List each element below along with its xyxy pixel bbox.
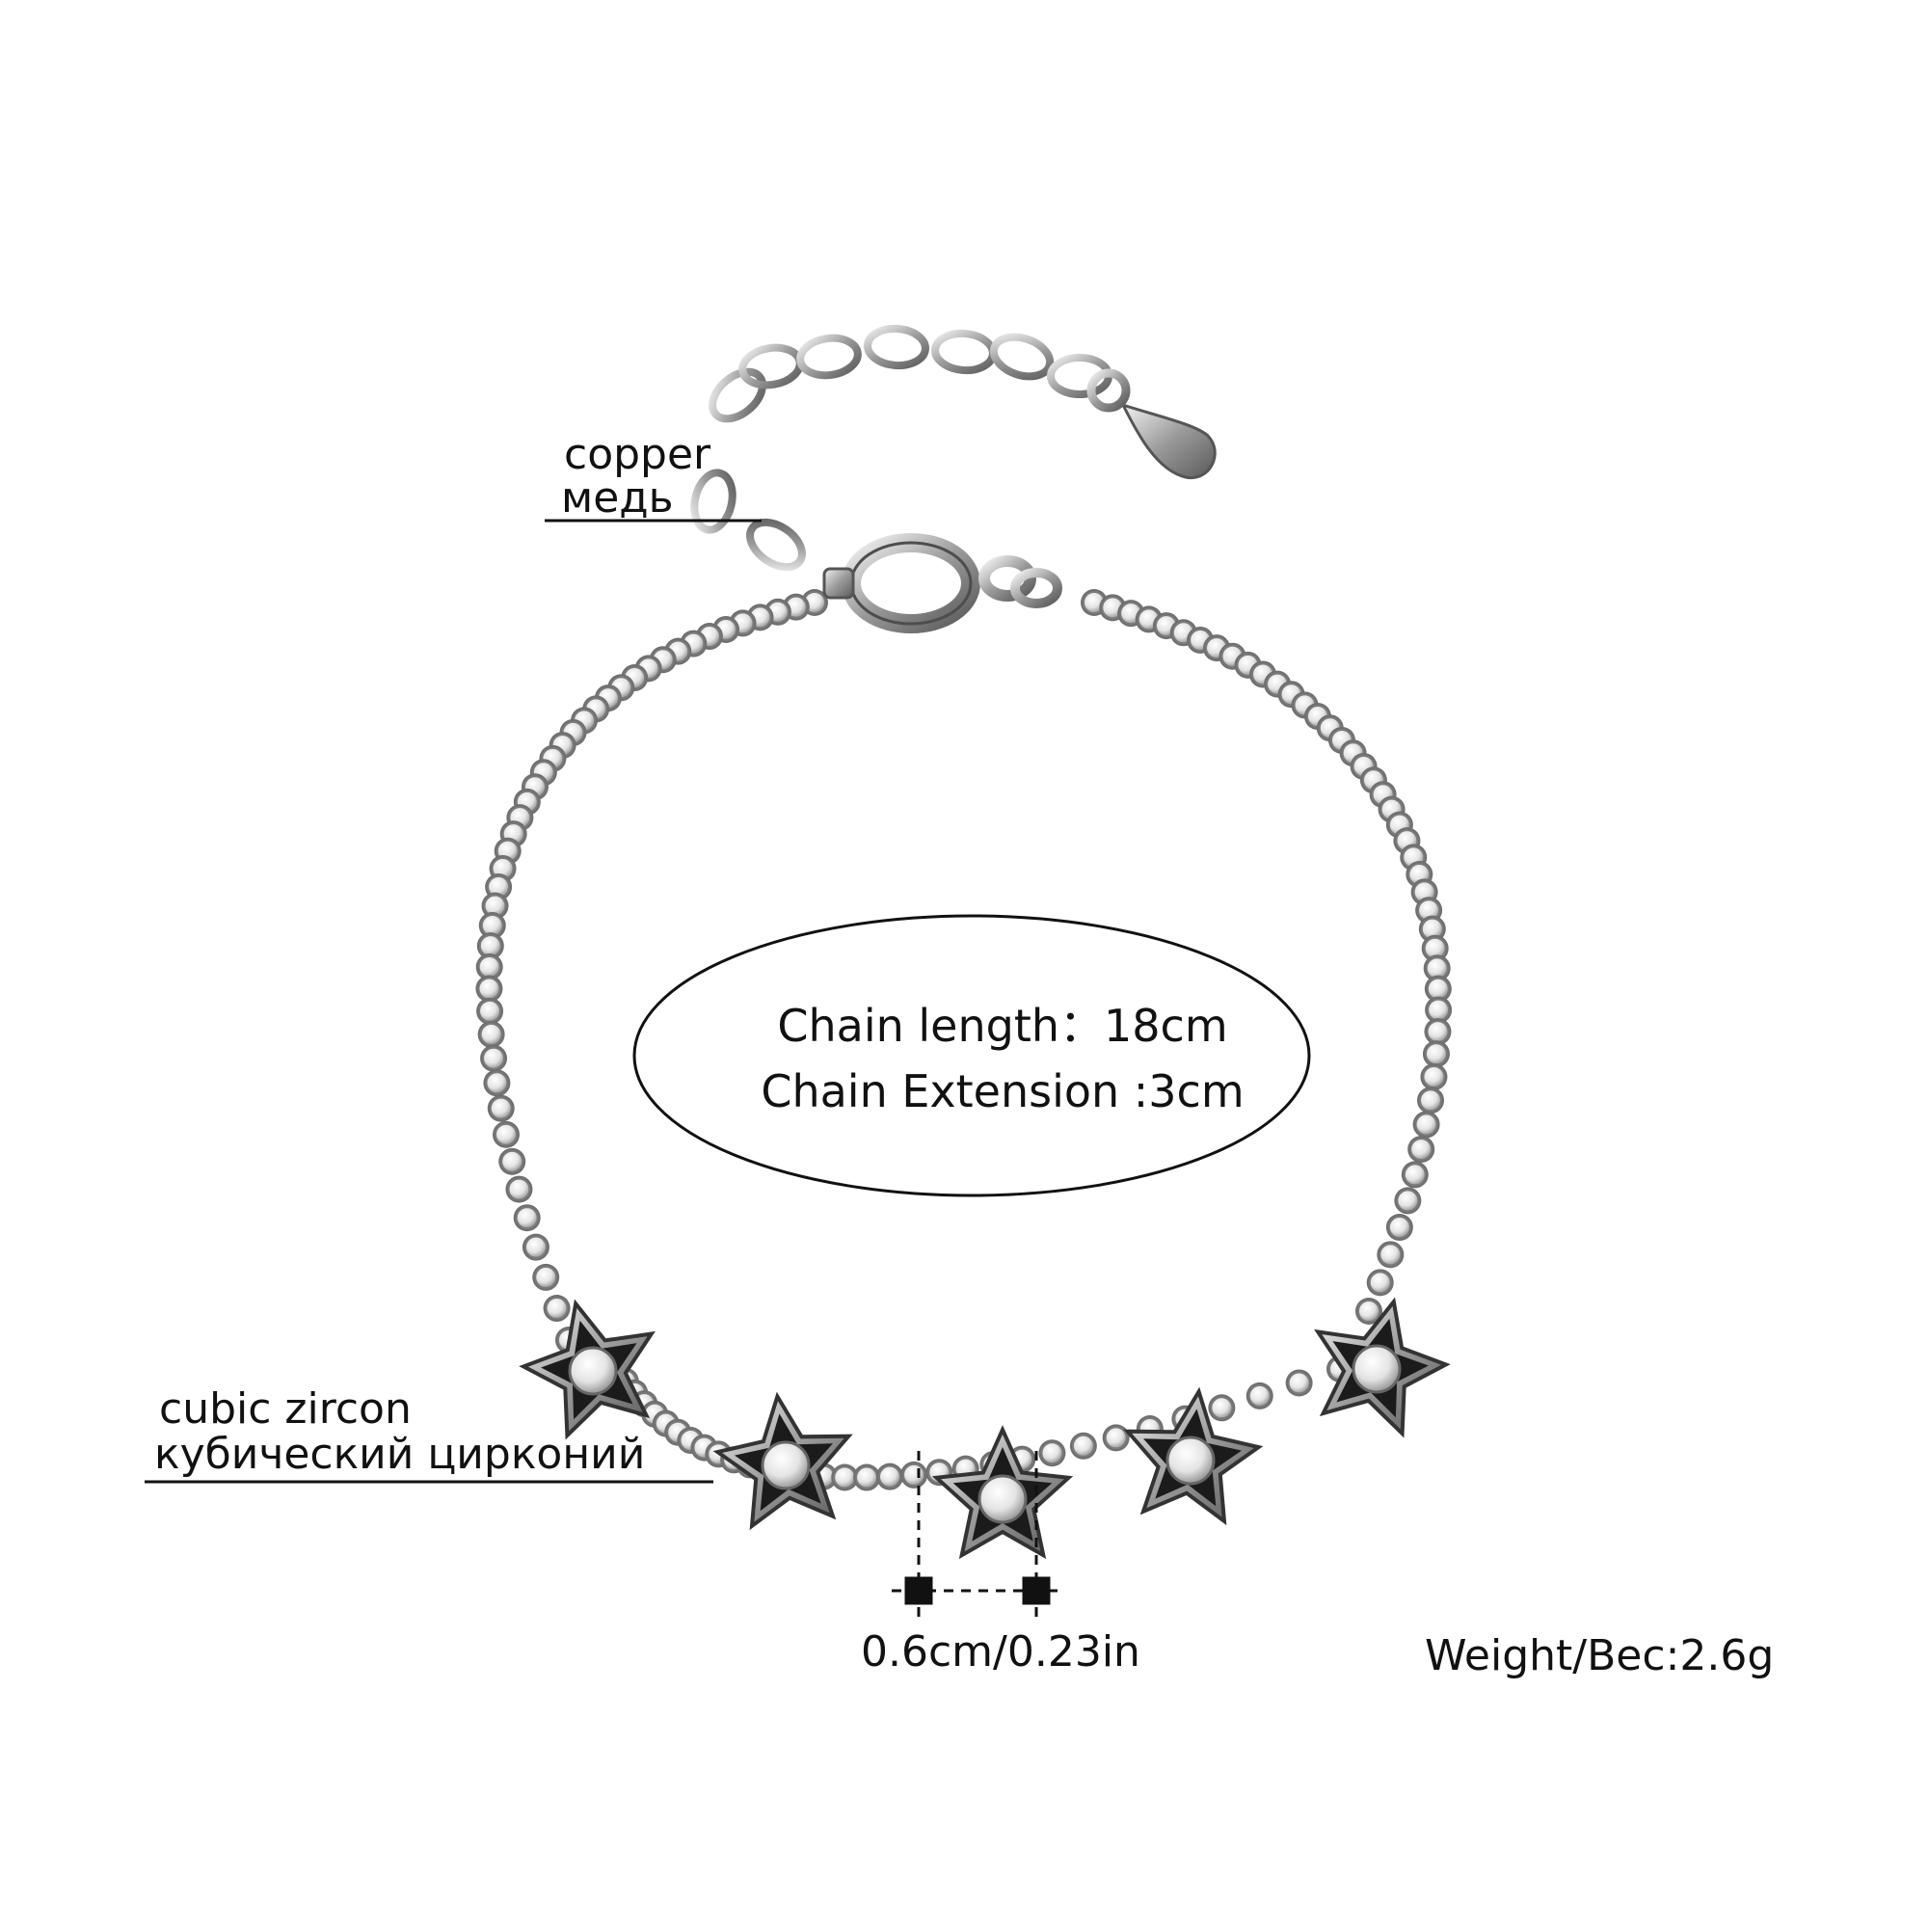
copper-label-en: copper	[564, 430, 711, 479]
zircon-bead-stone	[1396, 1189, 1420, 1213]
zircon-bead-stone	[1210, 1396, 1234, 1420]
zircon-bead-stone	[1426, 1020, 1450, 1044]
zircon-bead-stone	[515, 1206, 539, 1230]
zircon-bead-stone	[507, 1177, 531, 1201]
zircon-bead-stone	[877, 1464, 901, 1489]
zircon-bead-stone	[1357, 1300, 1380, 1323]
lobster-clasp-icon	[822, 533, 1062, 633]
zircon-bead-stone	[1247, 1383, 1272, 1408]
spec-ellipse	[632, 914, 1311, 1197]
zircon-bead-stone	[545, 1297, 569, 1321]
extender-link	[989, 333, 1055, 381]
zircon-bead-stone	[855, 1465, 879, 1489]
zircon-bead-stone	[477, 954, 501, 979]
extender-link	[796, 334, 862, 380]
extender-link	[709, 367, 766, 423]
zircon-bead-stone	[478, 934, 502, 958]
zircon-bead-stone	[479, 1022, 503, 1046]
drop-charm-icon	[1086, 368, 1217, 479]
zircon-bead-stone	[482, 1046, 506, 1070]
zircon-bead-stone	[833, 1465, 857, 1489]
zircon-bead-stone	[1379, 1243, 1403, 1267]
star-charm-icon	[712, 1391, 853, 1531]
zircon-label-en: cubic zircon	[159, 1384, 412, 1434]
zircon-bead-stone	[500, 1149, 524, 1173]
extender-link	[746, 518, 806, 572]
zircon-bead-stone	[1422, 1064, 1446, 1088]
zircon-bead-stone	[534, 1265, 558, 1289]
chain-extension-text: Chain Extension :3cm	[761, 1065, 1245, 1117]
zircon-bead-stone	[1424, 1042, 1448, 1066]
extender-link	[931, 329, 997, 375]
zircon-bead-stone	[478, 999, 502, 1023]
zircon-bead-stone	[1409, 1138, 1433, 1162]
weight-label: Weight/Вес:2.6g	[1425, 1631, 1775, 1680]
zircon-bead-stone	[1414, 1113, 1438, 1137]
chain-length-text: Chain length：18cm	[777, 1000, 1228, 1052]
star-charm-icon	[1314, 1297, 1451, 1438]
extender-link	[738, 343, 804, 389]
zircon-bead-stone	[1287, 1371, 1311, 1395]
zircon-bead-stone	[1427, 998, 1451, 1022]
extender-link	[864, 324, 929, 370]
extender-link	[690, 469, 736, 534]
zircon-bead-stone	[1040, 1441, 1064, 1465]
zircon-bead-stone	[1104, 1426, 1128, 1450]
star-charms	[519, 1297, 1451, 1560]
zircon-bead-stone	[1403, 1163, 1427, 1187]
zircon-bead-stone	[494, 1122, 518, 1146]
dimension-label: 0.6cm/0.23in	[861, 1627, 1140, 1677]
dimension-marker	[892, 1451, 1060, 1620]
zircon-bead-stone	[485, 1071, 509, 1095]
tennis-chain	[475, 589, 1453, 1491]
zircon-bead-stone	[1071, 1434, 1095, 1458]
zircon-bead-stone	[489, 1096, 513, 1120]
zircon-bead-stone	[477, 977, 501, 1001]
zircon-bead-stone	[523, 1235, 548, 1259]
zircon-bead-stone	[1426, 977, 1450, 1001]
zircon-bead-stone	[1419, 1088, 1443, 1113]
copper-label-ru: медь	[561, 473, 674, 523]
zircon-bead-stone	[1368, 1271, 1392, 1295]
star-charm-icon	[519, 1299, 656, 1440]
star-charm-icon	[1123, 1386, 1264, 1526]
zircon-bead-stone	[1387, 1216, 1411, 1240]
zircon-label-ru: кубический цирконий	[154, 1430, 646, 1479]
zircon-bead-stone	[902, 1462, 926, 1487]
